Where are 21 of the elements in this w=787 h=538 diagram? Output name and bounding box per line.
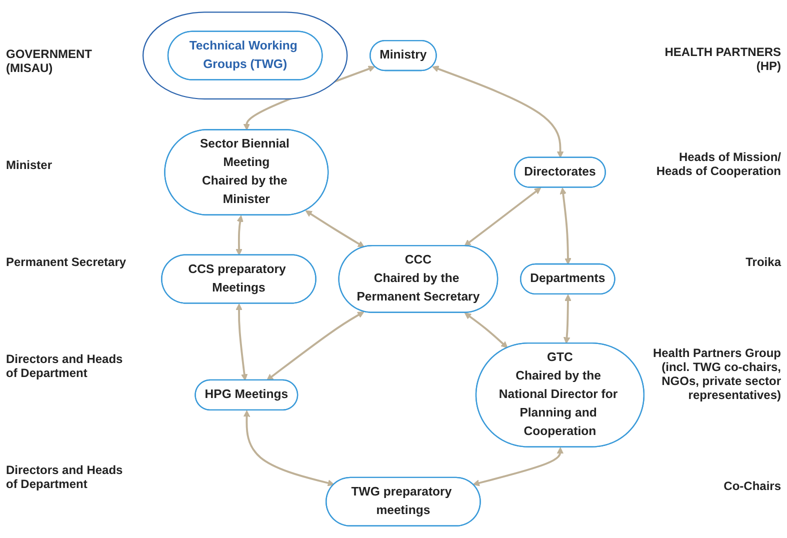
arrow [236, 215, 244, 256]
role-label: Health Partners Group (incl. TWG co-chairs, NGOs, private sector representatives) [652, 346, 781, 402]
arrow [563, 294, 572, 344]
arrow [236, 304, 248, 381]
role-label: Heads of Mission/ Heads of Cooperation [655, 150, 781, 178]
arrow [560, 188, 572, 265]
arrow [464, 312, 508, 348]
arrow [464, 187, 542, 246]
column-heading: HEALTH PARTNERS (HP) [664, 44, 781, 73]
arrow [266, 312, 364, 381]
role-label: Permanent Secretary [6, 254, 128, 269]
role-label: Directors and Heads of Department [6, 352, 124, 380]
role-label: Troika [744, 254, 781, 269]
role-label: Minister [6, 158, 54, 172]
role-label: Directors and Heads of Department [6, 462, 124, 491]
role-label: Co-Chairs [722, 479, 781, 494]
arrow [472, 447, 564, 486]
arrow [243, 410, 334, 486]
arrow [432, 66, 564, 158]
arrow [305, 210, 364, 248]
column-heading: GOVERNMENT (MISAU) [6, 47, 94, 76]
